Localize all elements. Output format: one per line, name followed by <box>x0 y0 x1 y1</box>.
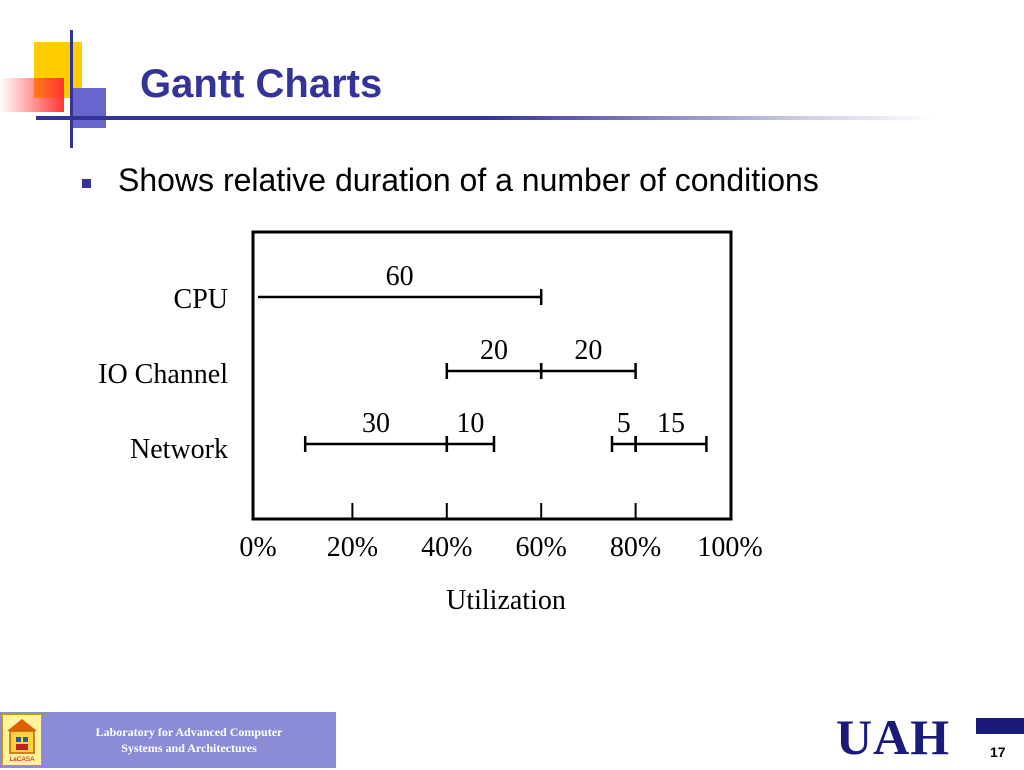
segment-value-label: 20 <box>574 335 602 366</box>
segment-value-label: 30 <box>362 408 390 439</box>
lab-name-line2: Systems and Architectures <box>121 741 257 755</box>
row-label: CPU <box>174 284 228 315</box>
slide-title: Gantt Charts <box>140 62 383 106</box>
title-underline <box>36 116 936 120</box>
lab-name: Laboratory for Advanced Computer Systems… <box>44 724 334 756</box>
uah-logo: UAH <box>836 709 951 765</box>
row-label: Network <box>130 434 228 465</box>
lacasa-logo: LaCASA <box>2 714 42 766</box>
row-label: IO Channel <box>98 359 228 390</box>
square-bullet-icon <box>82 179 91 188</box>
x-tick-label: 20% <box>327 532 378 563</box>
segment-value-label: 10 <box>456 408 484 439</box>
corner-decoration <box>0 0 140 150</box>
segment-value-label: 60 <box>386 261 414 292</box>
lacasa-logo-text: LaCASA <box>10 756 36 763</box>
x-tick-label: 80% <box>610 532 661 563</box>
deco-blue-square <box>70 88 106 128</box>
deco-vertical-line <box>70 30 73 148</box>
x-tick-label: 60% <box>516 532 567 563</box>
lab-name-line1: Laboratory for Advanced Computer <box>95 725 283 739</box>
segment-value-label: 15 <box>657 408 685 439</box>
x-tick-label: 100% <box>697 532 762 563</box>
lab-footer-banner: LaCASA Laboratory for Advanced Computer … <box>0 712 336 768</box>
deco-red-glow <box>0 78 64 112</box>
chart-frame <box>251 230 733 521</box>
x-axis-label: Utilization <box>446 585 566 616</box>
bullet-text: Shows relative duration of a number of c… <box>118 162 819 198</box>
x-tick-label: 40% <box>421 532 472 563</box>
uah-logo-bar <box>976 718 1024 734</box>
page-number: 17 <box>990 744 1006 760</box>
x-tick-label: 0% <box>239 532 276 563</box>
house-icon: LaCASA <box>7 719 37 763</box>
segment-value-label: 20 <box>480 335 508 366</box>
segment-value-label: 5 <box>617 408 631 439</box>
